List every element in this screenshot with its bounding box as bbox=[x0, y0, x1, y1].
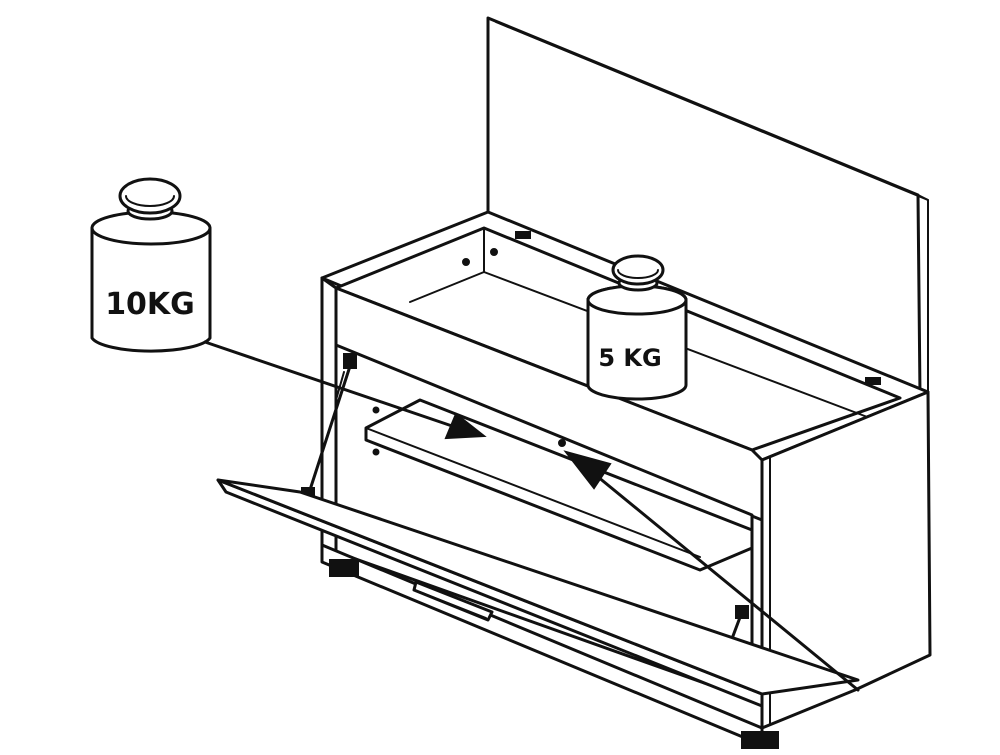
front-door bbox=[216, 478, 860, 708]
weight-10kg-label: 10KG bbox=[105, 287, 195, 322]
arrow-10kg-head bbox=[444, 412, 487, 440]
arrow-door-head bbox=[563, 450, 612, 490]
load-arrows bbox=[203, 340, 860, 692]
weight-10kg: 10KG bbox=[90, 177, 212, 353]
arrow-10kg-to-shelf bbox=[203, 340, 457, 429]
weight-5kg-label: 5 KG bbox=[598, 344, 661, 372]
weight-5kg: 5 KG bbox=[586, 254, 688, 401]
arrow-to-door bbox=[590, 470, 860, 692]
